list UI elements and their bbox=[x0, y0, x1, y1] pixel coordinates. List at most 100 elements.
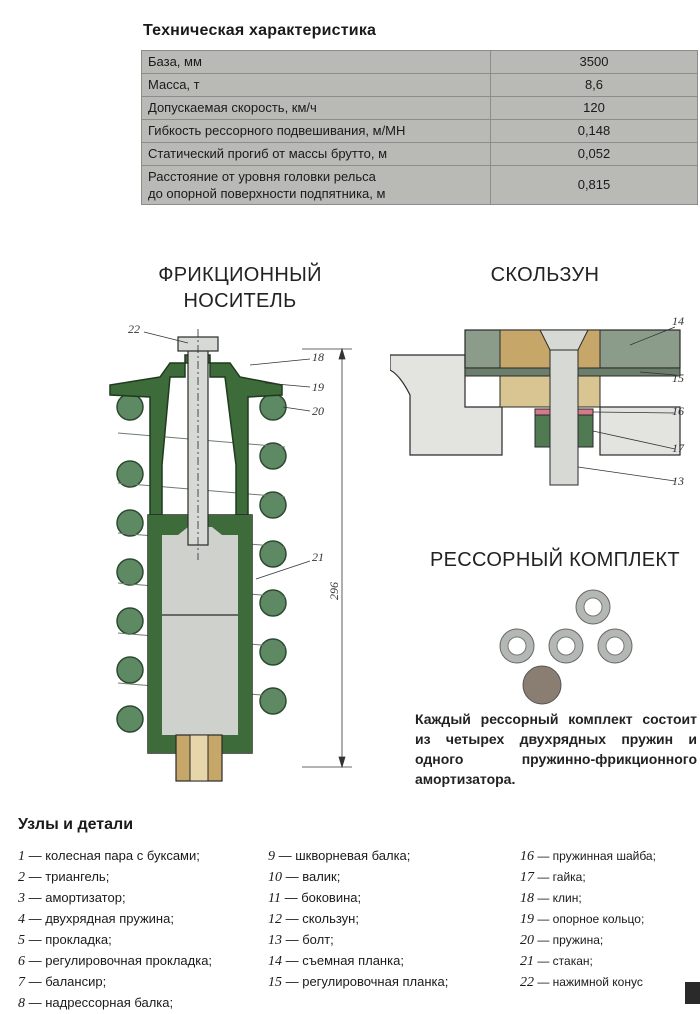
list-item: 4 — двухрядная пружина; bbox=[18, 909, 212, 930]
spec-value: 0,052 bbox=[490, 142, 698, 166]
double-row-spring bbox=[597, 628, 633, 664]
parts-column-2: 9 — шкворневая балка; 10 — валик; 11 — б… bbox=[268, 846, 448, 993]
part-number: 14 bbox=[268, 954, 282, 969]
part-name: — гайка; bbox=[534, 870, 586, 884]
page-corner-tab bbox=[685, 982, 700, 1004]
part-name: — регулировочная планка; bbox=[282, 974, 449, 989]
part-number: 21 bbox=[520, 954, 534, 969]
cup-wall-right bbox=[238, 515, 252, 753]
list-item: 12 — скользун; bbox=[268, 909, 448, 930]
list-item: 16 — пружинная шайба; bbox=[520, 846, 656, 867]
dimension-line bbox=[302, 347, 352, 769]
list-item: 2 — триангель; bbox=[18, 867, 212, 888]
part-name: — валик; bbox=[282, 869, 341, 884]
part-name: — прокладка; bbox=[25, 932, 112, 947]
cup-body bbox=[147, 514, 253, 754]
list-item: 20 — пружина; bbox=[520, 930, 656, 951]
spec-table: База, мм 3500 Масса, т 8,6 Допускаемая с… bbox=[141, 50, 698, 205]
list-item: 15 — регулировочная планка; bbox=[268, 972, 448, 993]
table-row: Статический прогиб от массы брутто, м 0,… bbox=[141, 142, 698, 166]
double-row-spring bbox=[499, 628, 535, 664]
label-19: 19 bbox=[312, 380, 324, 394]
list-item: 18 — клин; bbox=[520, 888, 656, 909]
friction-support-diagram: 22 18 19 20 21 296 bbox=[109, 322, 352, 782]
part-number: 12 bbox=[268, 912, 282, 927]
part-name: — опорное кольцо; bbox=[534, 912, 645, 926]
slider-heading: СКОЛЬЗУН bbox=[490, 264, 600, 286]
spec-value: 120 bbox=[490, 96, 698, 120]
part-number: 9 bbox=[268, 849, 275, 864]
spec-label: Гибкость рессорного подвешивания, м/МН bbox=[141, 119, 491, 143]
part-name: — двухрядная пружина; bbox=[25, 911, 174, 926]
part-number: 20 bbox=[520, 933, 534, 948]
friction-heading-line2: НОСИТЕЛЬ bbox=[183, 290, 297, 312]
list-item: 19 — опорное кольцо; bbox=[520, 909, 656, 930]
label-22: 22 bbox=[128, 322, 140, 336]
spec-value: 8,6 bbox=[490, 73, 698, 97]
friction-heading-line1: ФРИКЦИОННЫЙ bbox=[158, 264, 322, 286]
parts-column-3: 16 — пружинная шайба; 17 — гайка; 18 — к… bbox=[520, 846, 656, 993]
wedge-body bbox=[109, 354, 283, 516]
list-item: 10 — валик; bbox=[268, 867, 448, 888]
part-name: — пружинная шайба; bbox=[534, 849, 656, 863]
part-name: — болт; bbox=[282, 932, 334, 947]
spec-title: Техническая характеристика bbox=[143, 22, 377, 39]
part-number: 6 bbox=[18, 954, 25, 969]
spec-value: 3500 bbox=[490, 50, 698, 74]
table-row: Гибкость рессорного подвешивания, м/МН 0… bbox=[141, 119, 698, 143]
part-number: 1 bbox=[18, 849, 25, 864]
part-number: 2 bbox=[18, 870, 25, 885]
list-item: 17 — гайка; bbox=[520, 867, 656, 888]
part-number: 22 bbox=[520, 975, 534, 990]
part-name: — клин; bbox=[534, 891, 582, 905]
part-name: — стакан; bbox=[534, 954, 593, 968]
double-row-spring bbox=[575, 589, 611, 625]
friction-heading: ФРИКЦИОННЫЙ НОСИТЕЛЬ bbox=[110, 262, 370, 314]
part-name: — нажимной конус bbox=[534, 975, 643, 989]
part-number: 17 bbox=[520, 870, 534, 885]
slider-diagram: 14 15 16 17 13 bbox=[390, 315, 685, 488]
spec-label: Допускаемая скорость, км/ч bbox=[141, 96, 491, 120]
part-name: — балансир; bbox=[25, 974, 107, 989]
label-15: 15 bbox=[672, 371, 684, 385]
list-item: 3 — амортизатор; bbox=[18, 888, 212, 909]
part-name: — триангель; bbox=[25, 869, 110, 884]
table-row: База, мм 3500 bbox=[141, 50, 698, 74]
list-item: 11 — боковина; bbox=[268, 888, 448, 909]
bolster-body bbox=[390, 354, 503, 456]
spec-label: Масса, т bbox=[141, 73, 491, 97]
table-row: Допускаемая скорость, км/ч 120 bbox=[141, 96, 698, 120]
list-item: 6 — регулировочная прокладка; bbox=[18, 951, 212, 972]
label-13: 13 bbox=[672, 474, 684, 488]
label-18: 18 bbox=[312, 350, 324, 364]
label-21: 21 bbox=[312, 550, 324, 564]
slider-leader-lines bbox=[577, 326, 676, 482]
part-number: 13 bbox=[268, 933, 282, 948]
label-17: 17 bbox=[672, 441, 685, 455]
leader-lines bbox=[143, 331, 311, 580]
label-14: 14 bbox=[672, 315, 684, 328]
spec-label: Расстояние от уровня головки рельса до о… bbox=[141, 165, 491, 205]
label-16: 16 bbox=[672, 404, 684, 418]
spec-label: Статический прогиб от массы брутто, м bbox=[141, 142, 491, 166]
table-row: Расстояние от уровня головки рельса до о… bbox=[141, 165, 698, 205]
part-name: — пружина; bbox=[534, 933, 604, 947]
part-number: 18 bbox=[520, 891, 534, 906]
part-name: — амортизатор; bbox=[25, 890, 126, 905]
part-name: — боковина; bbox=[280, 890, 362, 905]
list-item: 1 — колесная пара с буксами; bbox=[18, 846, 212, 867]
bolt-shaft bbox=[549, 344, 579, 486]
spring-set-diagram bbox=[499, 589, 633, 705]
friction-damper bbox=[522, 665, 562, 705]
part-number: 16 bbox=[520, 849, 534, 864]
part-name: — шкворневая балка; bbox=[275, 848, 411, 863]
spec-label: База, мм bbox=[141, 50, 491, 74]
spring-set-heading: РЕССОРНЫЙ КОМПЛЕКТ bbox=[430, 549, 680, 571]
table-row: Масса, т 8,6 bbox=[141, 73, 698, 97]
list-item: 22 — нажимной конус bbox=[520, 972, 656, 993]
part-name: — колесная пара с буксами; bbox=[25, 848, 200, 863]
double-row-spring bbox=[548, 628, 584, 664]
parts-title: Узлы и детали bbox=[18, 816, 134, 833]
dimension-296: 296 bbox=[327, 582, 341, 600]
parts-column-1: 1 — колесная пара с буксами; 2 — трианге… bbox=[18, 846, 212, 1014]
